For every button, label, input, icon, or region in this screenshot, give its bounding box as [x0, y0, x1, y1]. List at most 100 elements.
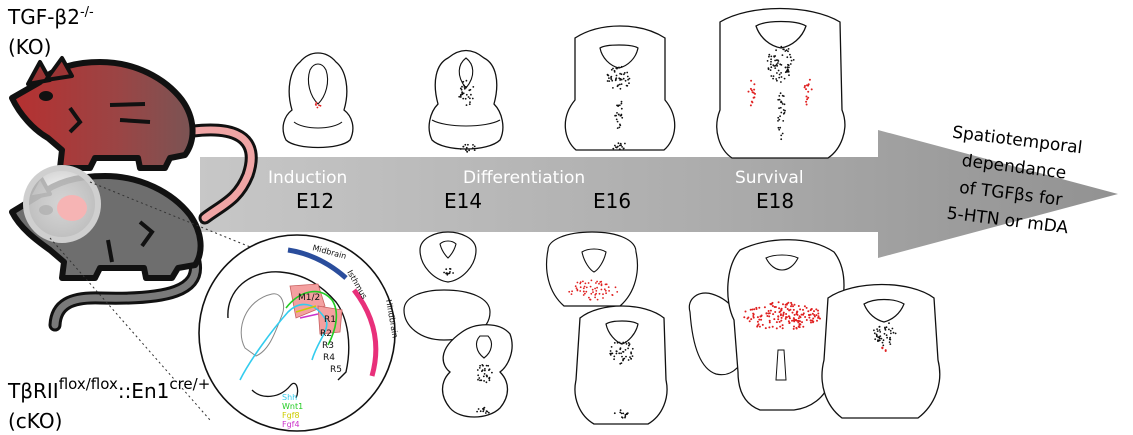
neuron-dot — [477, 408, 480, 410]
neuron-dot — [627, 78, 629, 81]
neuron-dot — [613, 342, 616, 344]
neuron-dot — [472, 86, 475, 88]
section-ko-e14 — [428, 49, 504, 150]
neuron-dot — [792, 327, 795, 330]
neuron-dot — [615, 146, 618, 149]
neuron-dot — [792, 319, 795, 322]
neuron-dot — [810, 321, 812, 324]
section-cko-e16 — [545, 231, 668, 425]
neuron-dot — [779, 92, 782, 95]
neuron-dot — [626, 412, 629, 414]
neuron-dot — [622, 412, 625, 415]
neuron-dot — [622, 341, 625, 344]
neuron-dot — [774, 306, 777, 308]
neuron-dot — [752, 316, 755, 319]
neuron-dot — [773, 318, 776, 321]
neuron-dot — [478, 367, 481, 369]
neuron-dot — [775, 321, 778, 324]
neuron-dot — [485, 410, 488, 412]
neuron-dot — [802, 308, 804, 311]
neuron-dot — [595, 282, 597, 284]
neuron-dot — [803, 305, 806, 308]
neuron-dot — [787, 301, 790, 304]
neuron-dot — [789, 53, 791, 56]
neuron-dot — [469, 97, 471, 100]
neuron-dot — [780, 76, 783, 78]
neuron-dot — [463, 87, 466, 90]
neuron-dot — [886, 336, 888, 339]
neuron-dot — [799, 316, 802, 319]
cko-label-sup2: cre/+ — [169, 375, 210, 393]
neuron-dot — [594, 296, 596, 299]
neuron-dot — [769, 63, 772, 66]
neuron-dot — [873, 329, 875, 332]
stage-label-survival: Survival — [735, 168, 804, 188]
neuron-dot — [889, 343, 892, 345]
neuron-dot — [446, 272, 448, 274]
neuron-dot — [619, 72, 621, 75]
neuron-dot — [755, 308, 758, 310]
neuron-dot — [798, 323, 801, 325]
neuron-dot — [764, 327, 767, 330]
neuron-dot — [780, 111, 783, 114]
neuron-dot — [744, 310, 747, 313]
neuron-dot — [770, 55, 773, 58]
neuron-dot — [778, 307, 781, 310]
neuron-dot — [470, 93, 472, 96]
neuron-dot — [753, 308, 756, 311]
neuron-dot — [613, 71, 616, 73]
neuron-dot — [619, 411, 622, 414]
neuron-dot — [750, 100, 753, 103]
neuron-dot — [785, 316, 788, 319]
neuron-dot — [784, 317, 787, 320]
timeline-arrow — [200, 130, 1118, 258]
legend-wnt1: Wnt1 — [282, 402, 303, 411]
neuron-dot — [787, 63, 789, 66]
neuron-dot — [619, 114, 622, 117]
neuron-dot — [772, 313, 775, 316]
neuron-dot — [612, 147, 615, 150]
neuron-dot — [807, 96, 810, 99]
neuron-dot — [882, 344, 885, 347]
neuron-dot — [622, 77, 625, 80]
neuron-dot — [589, 285, 592, 288]
neuron-dot — [618, 66, 620, 69]
neuron-dot — [628, 77, 631, 80]
neuron-dot — [786, 56, 789, 59]
neuron-dot — [780, 101, 783, 104]
neuron-dot — [768, 319, 771, 322]
neuron-dot — [631, 347, 634, 350]
neuron-dot — [614, 286, 617, 289]
neuron-dot — [611, 79, 614, 82]
neuron-dot — [482, 375, 485, 378]
cko-label-line2: (cKO) — [8, 409, 62, 433]
neuron-dot — [778, 107, 780, 110]
section-ko-e18 — [716, 7, 846, 159]
neuron-dot — [319, 104, 322, 107]
neuron-dot — [779, 126, 782, 129]
neuron-dot — [759, 315, 762, 318]
neuron-dot — [604, 289, 607, 292]
neuron-dot — [609, 354, 612, 356]
neuron-dot — [488, 377, 491, 380]
neuron-dot — [467, 96, 470, 98]
neuron-dot — [805, 103, 808, 106]
neuron-dot — [617, 84, 620, 86]
neuron-dot — [780, 81, 782, 83]
neuron-dot — [805, 88, 807, 91]
neuron-dot — [466, 151, 469, 153]
neuron-dot — [598, 292, 601, 295]
neuron-dot — [476, 369, 479, 371]
neuron-dot — [777, 98, 780, 101]
neuron-dot — [446, 273, 449, 276]
neuron-dot — [781, 54, 784, 56]
neuron-dot — [468, 149, 470, 152]
neuron-dot — [590, 292, 593, 295]
neuron-dot — [460, 93, 462, 96]
neuron-dot — [780, 316, 783, 319]
neuron-dot — [813, 310, 815, 313]
neuron-dot — [876, 328, 878, 330]
neuron-dot — [888, 322, 890, 325]
neuron-dot — [807, 84, 810, 87]
